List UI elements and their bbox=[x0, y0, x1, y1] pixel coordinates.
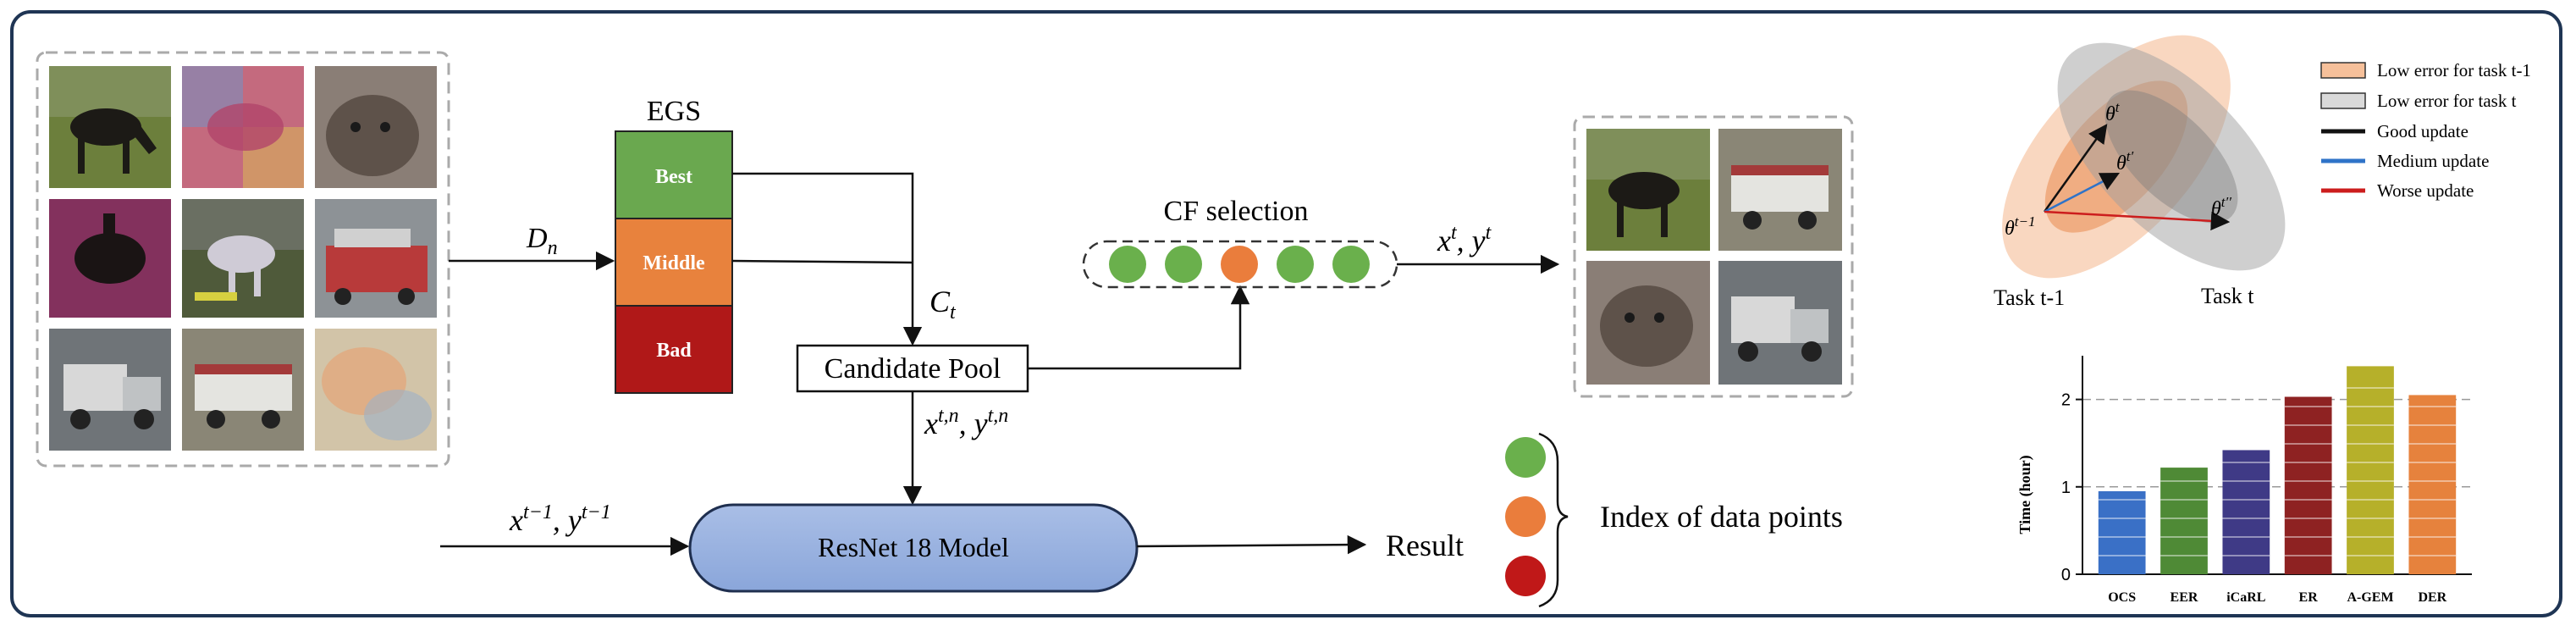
chart-y-tick-label: 1 bbox=[2061, 479, 2071, 497]
arrow-pool-to-cf bbox=[1028, 285, 1250, 370]
egs-middle-label: Middle bbox=[643, 252, 705, 274]
cf-dot-green bbox=[1332, 246, 1370, 283]
bar-a-gem bbox=[2347, 366, 2394, 574]
theta-prev-label: θt−1 bbox=[2005, 213, 2036, 240]
thumb-noisy-blur bbox=[315, 329, 437, 451]
arrow-best-to-pool bbox=[732, 172, 923, 346]
out-thumb-truck bbox=[1718, 129, 1842, 251]
thumb-noisy-horse bbox=[182, 66, 304, 188]
egs-bad-label: Bad bbox=[656, 340, 692, 362]
egs-bad-box bbox=[615, 305, 733, 394]
candidate-pool-label: Candidate Pool bbox=[825, 353, 1001, 385]
task-prev-label: Task t-1 bbox=[1994, 285, 2065, 310]
legend-brace bbox=[1538, 432, 1569, 608]
label-xtn-ytn: xt,n, yt,n bbox=[924, 405, 1008, 440]
chart-y-tick-label: 0 bbox=[2061, 566, 2071, 584]
legend-label-worse: Worse update bbox=[2377, 180, 2474, 201]
thumb-white-horse bbox=[182, 199, 304, 318]
chart-x-tick-label: A-GEM bbox=[2347, 590, 2393, 605]
worse-update-arrow bbox=[2044, 210, 2231, 231]
bar-icarl bbox=[2222, 450, 2270, 574]
legend-dot-green bbox=[1505, 437, 1546, 478]
theta-tpp-label: θt′′ bbox=[2211, 194, 2231, 220]
task-diagram: θt−1 θt θt′ θt′′ Task t-1 Task t bbox=[1994, 35, 2286, 310]
cf-selection-capsule bbox=[1082, 240, 1398, 289]
thumb-horse bbox=[49, 66, 171, 188]
out-thumb-cat bbox=[1586, 261, 1710, 385]
output-grid-border bbox=[1573, 115, 1854, 398]
legend-swatch-prev bbox=[2320, 62, 2366, 79]
legend-dot-red bbox=[1505, 556, 1546, 596]
legend-label-prev: Low error for task t-1 bbox=[2377, 60, 2531, 80]
bar-eer bbox=[2160, 468, 2208, 574]
legend-swatch-curr bbox=[2320, 92, 2366, 109]
label-xt-yt: xt, yt bbox=[1437, 222, 1492, 257]
thumb-fire-truck bbox=[315, 199, 437, 318]
output-image-grid bbox=[1573, 115, 1854, 398]
bar-ocs bbox=[2098, 490, 2146, 574]
chart-x-tick-label: iCaRL bbox=[2226, 590, 2265, 605]
theta-t-label: θt bbox=[2105, 99, 2121, 125]
cf-dot-green bbox=[1165, 246, 1202, 283]
figure-frame bbox=[10, 10, 2562, 617]
index-of-data-points-label: Index of data points bbox=[1600, 500, 1843, 534]
task-legend: Low error for task t-1 Low error for tas… bbox=[2320, 60, 2531, 201]
chart-x-tick-label: OCS bbox=[2108, 590, 2136, 605]
line-middle-to-pool bbox=[731, 259, 913, 264]
input-grid-border bbox=[36, 51, 450, 468]
out-thumb-dump-truck bbox=[1718, 261, 1842, 385]
good-update-arrow bbox=[2043, 124, 2108, 213]
cf-dots bbox=[1109, 246, 1370, 283]
data-point-legend-dots bbox=[1505, 437, 1546, 596]
thumb-dump-truck bbox=[49, 329, 171, 451]
label-ct: Ct bbox=[929, 285, 957, 324]
chart-x-tick-label: DER bbox=[2418, 590, 2446, 605]
cf-dot-green bbox=[1109, 246, 1146, 283]
cf-dot-orange bbox=[1221, 246, 1258, 283]
cf-selection-title: CF selection bbox=[1164, 196, 1309, 227]
resnet-model-box bbox=[688, 503, 1139, 593]
thumb-noisy-rider bbox=[49, 199, 171, 318]
resnet-model-label: ResNet 18 Model bbox=[818, 532, 1009, 562]
egs-best-label: Best bbox=[655, 166, 692, 188]
out-thumb-horse bbox=[1586, 129, 1710, 251]
egs-middle-box bbox=[615, 218, 733, 307]
bar-der bbox=[2408, 395, 2457, 574]
legend-label-curr: Low error for task t bbox=[2377, 91, 2517, 111]
chart-y-tick-label: 2 bbox=[2061, 391, 2071, 410]
chart-x-tick-label: EER bbox=[2171, 590, 2198, 605]
input-image-grid bbox=[36, 51, 450, 468]
legend-label-medium: Medium update bbox=[2377, 151, 2489, 171]
cf-dot-green bbox=[1277, 246, 1314, 283]
label-dn: Dn bbox=[526, 223, 558, 259]
task-curr-label: Task t bbox=[2201, 284, 2254, 308]
medium-update-arrow bbox=[2044, 172, 2120, 213]
chart-x-tick-label: ER bbox=[2299, 590, 2319, 605]
theta-tp-label: θt′ bbox=[2116, 148, 2134, 174]
legend-dot-orange bbox=[1505, 496, 1546, 537]
chart-ylabel: Time (hour) bbox=[2016, 455, 2034, 534]
result-label: Result bbox=[1386, 529, 1464, 562]
thumb-cat bbox=[315, 66, 437, 188]
egs-best-box bbox=[615, 130, 733, 219]
task-curr-region-inner bbox=[2104, 90, 2238, 224]
label-xt1-yt1: xt−1, yt−1 bbox=[509, 501, 611, 537]
egs-title: EGS bbox=[647, 96, 701, 127]
bar-er bbox=[2284, 396, 2332, 574]
thumb-truck bbox=[182, 329, 304, 451]
legend-label-good: Good update bbox=[2377, 121, 2468, 141]
arrow-model-to-result bbox=[1136, 534, 1367, 555]
